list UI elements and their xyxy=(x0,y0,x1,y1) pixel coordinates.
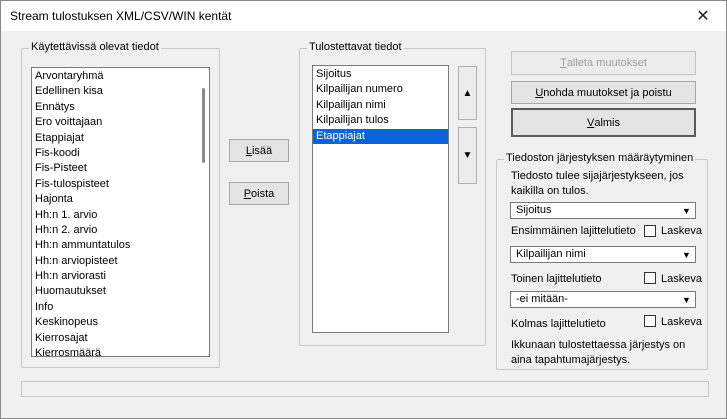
sort-key-3-descending-checkbox[interactable] xyxy=(644,315,656,327)
list-item[interactable]: Ero voittajaan xyxy=(35,116,103,129)
sort-key-2-descending-label: Laskeva xyxy=(661,273,702,285)
list-item[interactable]: Fis-tulospisteet xyxy=(35,177,109,190)
list-item[interactable]: Etappiajat xyxy=(313,128,448,144)
sort-key-3-select[interactable]: -ei mitään- ▼ xyxy=(510,291,696,308)
sort-key-3-descending-label: Laskeva xyxy=(661,316,702,328)
sort-key-1-descending-label: Laskeva xyxy=(661,225,702,237)
sort-key-3-value: -ei mitään- xyxy=(516,293,568,305)
list-item[interactable]: Info xyxy=(35,300,54,313)
list-item[interactable]: Kierrosajat xyxy=(35,331,88,344)
list-item[interactable]: Sijoitus xyxy=(316,68,352,80)
move-down-button[interactable]: ▼ xyxy=(458,127,477,184)
title-bar: Stream tulostuksen XML/CSV/WIN kentät ✕ xyxy=(1,1,726,31)
discard-button-label: nohda muutokset ja poistu xyxy=(543,86,672,99)
chevron-down-icon: ▼ xyxy=(682,205,691,216)
list-item[interactable]: Fis-Pisteet xyxy=(35,162,87,175)
save-button-mnemonic: T xyxy=(560,57,567,69)
arrow-up-icon: ▲ xyxy=(462,87,473,99)
list-item[interactable]: Kilpailijan tulos xyxy=(316,114,389,127)
discard-button-mnemonic: U xyxy=(535,86,544,99)
list-item[interactable]: Etappiajat xyxy=(35,131,84,144)
list-item[interactable]: Huomautukset xyxy=(35,285,106,298)
list-item[interactable]: Hh:n 2. arvio xyxy=(35,223,98,236)
done-button-mnemonic: V xyxy=(586,116,595,129)
available-fields-group: Käytettävissä olevat tiedot xyxy=(21,41,220,368)
sort-key-1-value: Sijoitus xyxy=(516,204,552,216)
list-item[interactable]: Kierrosmäärä xyxy=(35,347,102,357)
sort-key-3-label: Kolmas lajittelutieto xyxy=(511,318,606,330)
move-up-button[interactable]: ▲ xyxy=(458,66,477,120)
done-button-label: almis xyxy=(594,116,620,129)
sort-key-2-label: Toinen lajittelutieto xyxy=(511,273,602,285)
list-item[interactable]: Arvontaryhmä xyxy=(35,70,104,82)
list-item[interactable]: Keskinopeus xyxy=(35,316,98,329)
close-button[interactable]: ✕ xyxy=(680,1,726,31)
sort-key-2-select[interactable]: Kilpailijan nimi ▼ xyxy=(510,246,696,263)
list-item[interactable]: Ennätys xyxy=(35,100,75,113)
available-list-scrollbar[interactable] xyxy=(202,88,205,163)
list-item[interactable]: Kilpailijan nimi xyxy=(316,98,386,111)
sort-key-1-select[interactable]: Sijoitus ▼ xyxy=(510,202,696,219)
add-button-mnemonic: L xyxy=(245,144,252,157)
sorting-footer-text: Ikkunaan tulostettaessa järjestys on ain… xyxy=(511,339,686,366)
add-button-label: isää xyxy=(251,144,273,157)
list-item[interactable]: Kilpailijan numero xyxy=(316,83,403,96)
close-icon: ✕ xyxy=(696,8,710,25)
list-item[interactable]: Hh:n arviorasti xyxy=(35,270,106,283)
list-item[interactable]: Hh:n 1. arvio xyxy=(35,208,98,221)
sort-key-2-value: Kilpailijan nimi xyxy=(516,248,586,260)
sort-key-2-descending-checkbox[interactable] xyxy=(644,272,656,284)
save-button-label: alleta muutokset xyxy=(566,57,647,69)
chevron-down-icon: ▼ xyxy=(682,249,691,260)
list-item[interactable]: Hh:n arviopisteet xyxy=(35,254,118,267)
sort-key-1-label: Ensimmäinen lajittelutieto xyxy=(511,225,636,237)
sorting-group-label: Tiedoston järjestyksen määräytyminen xyxy=(504,152,696,164)
sorting-group: Tiedoston järjestyksen määräytyminen xyxy=(496,152,708,370)
sort-key-1-descending-checkbox[interactable] xyxy=(644,225,656,237)
chevron-down-icon: ▼ xyxy=(682,294,691,305)
remove-button-label: oista xyxy=(251,187,275,200)
status-bar xyxy=(21,381,709,397)
remove-button-mnemonic: P xyxy=(243,187,252,200)
list-item[interactable]: Edellinen kisa xyxy=(35,85,103,98)
list-item[interactable]: Hh:n ammuntatulos xyxy=(35,239,131,252)
selected-fields-label: Tulostettavat tiedot xyxy=(307,41,404,53)
arrow-down-icon: ▼ xyxy=(462,150,473,161)
window-title: Stream tulostuksen XML/CSV/WIN kentät xyxy=(10,9,232,23)
available-fields-label: Käytettävissä olevat tiedot xyxy=(29,41,161,53)
list-item[interactable]: Hajonta xyxy=(35,193,73,206)
sorting-intro-text: Tiedosto tulee sijajärjestykseen, jos ka… xyxy=(511,170,684,197)
list-item[interactable]: Fis-koodi xyxy=(35,146,80,159)
selected-fields-group: Tulostettavat tiedot xyxy=(299,41,486,346)
